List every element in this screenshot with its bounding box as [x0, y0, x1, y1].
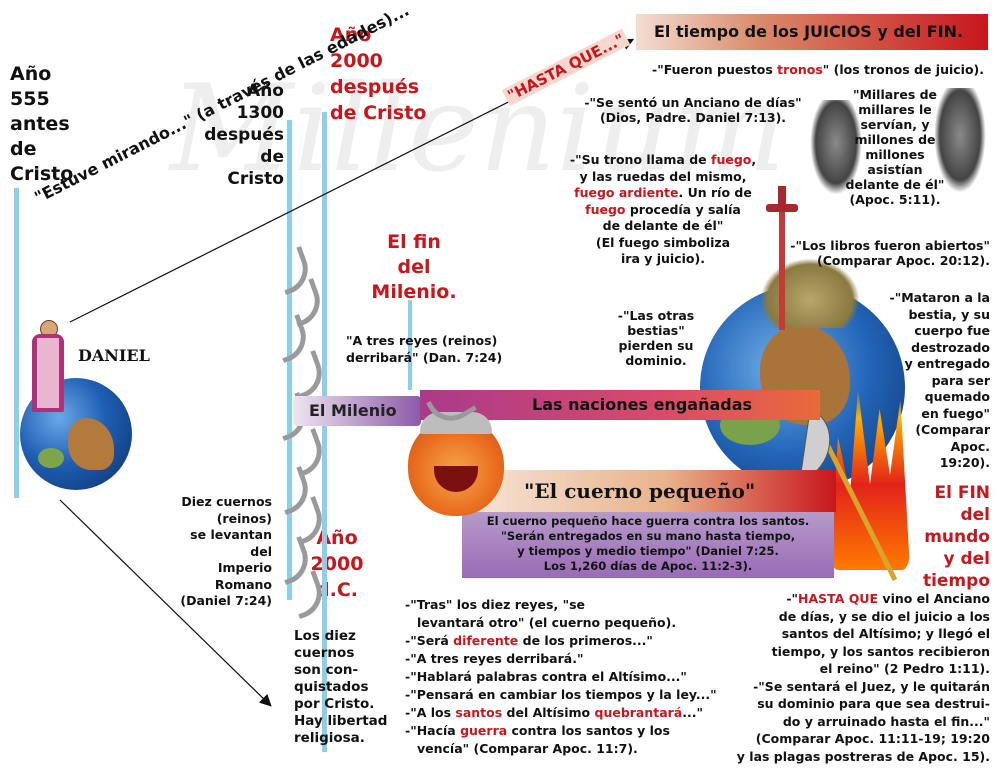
quote-tres-reyes: "A tres reyes (reinos)derribará" (Dan. 7…: [346, 332, 502, 366]
bar-cuerno: "El cuerno pequeño": [462, 470, 836, 512]
quote-hasta-que-final: -"HASTA QUE vino el Anciano de días, y s…: [700, 590, 990, 765]
quote-tronos: -"Fueron puestos tronos" (los tronos de …: [652, 62, 984, 77]
quote-tras: -"Tras" los diez reyes, "se levantará ot…: [405, 596, 717, 758]
little-horn-face: [408, 418, 504, 516]
cuerno-info-box: El cuerno pequeño hace guerra contra los…: [462, 512, 834, 578]
daniel-label: DANIEL: [78, 346, 150, 365]
quote-libros: -"Los libros fueron abiertos"(Comparar A…: [782, 238, 990, 268]
bar-naciones-label: Las naciones engañadas: [532, 395, 752, 414]
quote-trono-fuego: -"Su trono llama de fuego, y las ruedas …: [552, 152, 774, 268]
bar-cuerno-label: "El cuerno pequeño": [524, 479, 755, 503]
bar-milenio: El Milenio: [293, 396, 421, 426]
bar-milenio-label: El Milenio: [309, 401, 397, 420]
daniel-figure: [28, 320, 68, 414]
quote-anciano: -"Se sentó un Anciano de días"(Dios, Pad…: [580, 95, 806, 125]
